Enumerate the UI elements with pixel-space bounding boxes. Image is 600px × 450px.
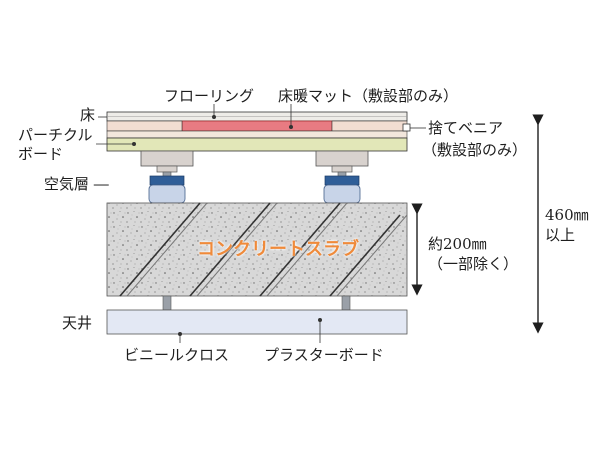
- veneer-layer-left: [106, 120, 183, 132]
- label-yuka: 床: [80, 106, 96, 124]
- label-flooring: フローリング: [164, 87, 255, 105]
- support-right: [315, 150, 369, 204]
- label-total-height-2: 以上: [545, 226, 576, 244]
- label-sute-veneer-note: （敷設部のみ）: [422, 141, 528, 159]
- label-concrete-slab: コンクリートスラブ: [197, 239, 359, 260]
- label-particle-board-2: ボード: [18, 145, 64, 163]
- label-sute-veneer: 捨てベニア: [428, 119, 504, 137]
- label-vinyl-cloth: ビニールクロス: [124, 346, 230, 364]
- particle-board: [106, 137, 408, 152]
- label-total-height-1: 460㎜: [545, 206, 589, 224]
- label-particle-board-1: パーチクル: [18, 126, 93, 144]
- label-plaster-board: プラスターボード: [264, 346, 384, 364]
- label-heating-mat: 床暖マット（敷設部のみ）: [278, 87, 459, 105]
- label-slab-note: （一部除く）: [428, 255, 519, 273]
- ceiling-hanger-right: [341, 295, 351, 311]
- ceiling-hanger-left: [162, 295, 172, 311]
- veneer-marker: [402, 123, 411, 132]
- label-ceiling: 天井: [62, 314, 93, 332]
- veneer-layer-right: [331, 120, 408, 132]
- label-air-layer: 空気層 ―: [44, 175, 109, 193]
- support-left: [140, 150, 194, 204]
- ceiling-board: [106, 309, 408, 335]
- heating-mat: [181, 120, 333, 132]
- label-slab-thickness: 約200㎜: [428, 235, 487, 253]
- concrete-slab: [106, 202, 408, 297]
